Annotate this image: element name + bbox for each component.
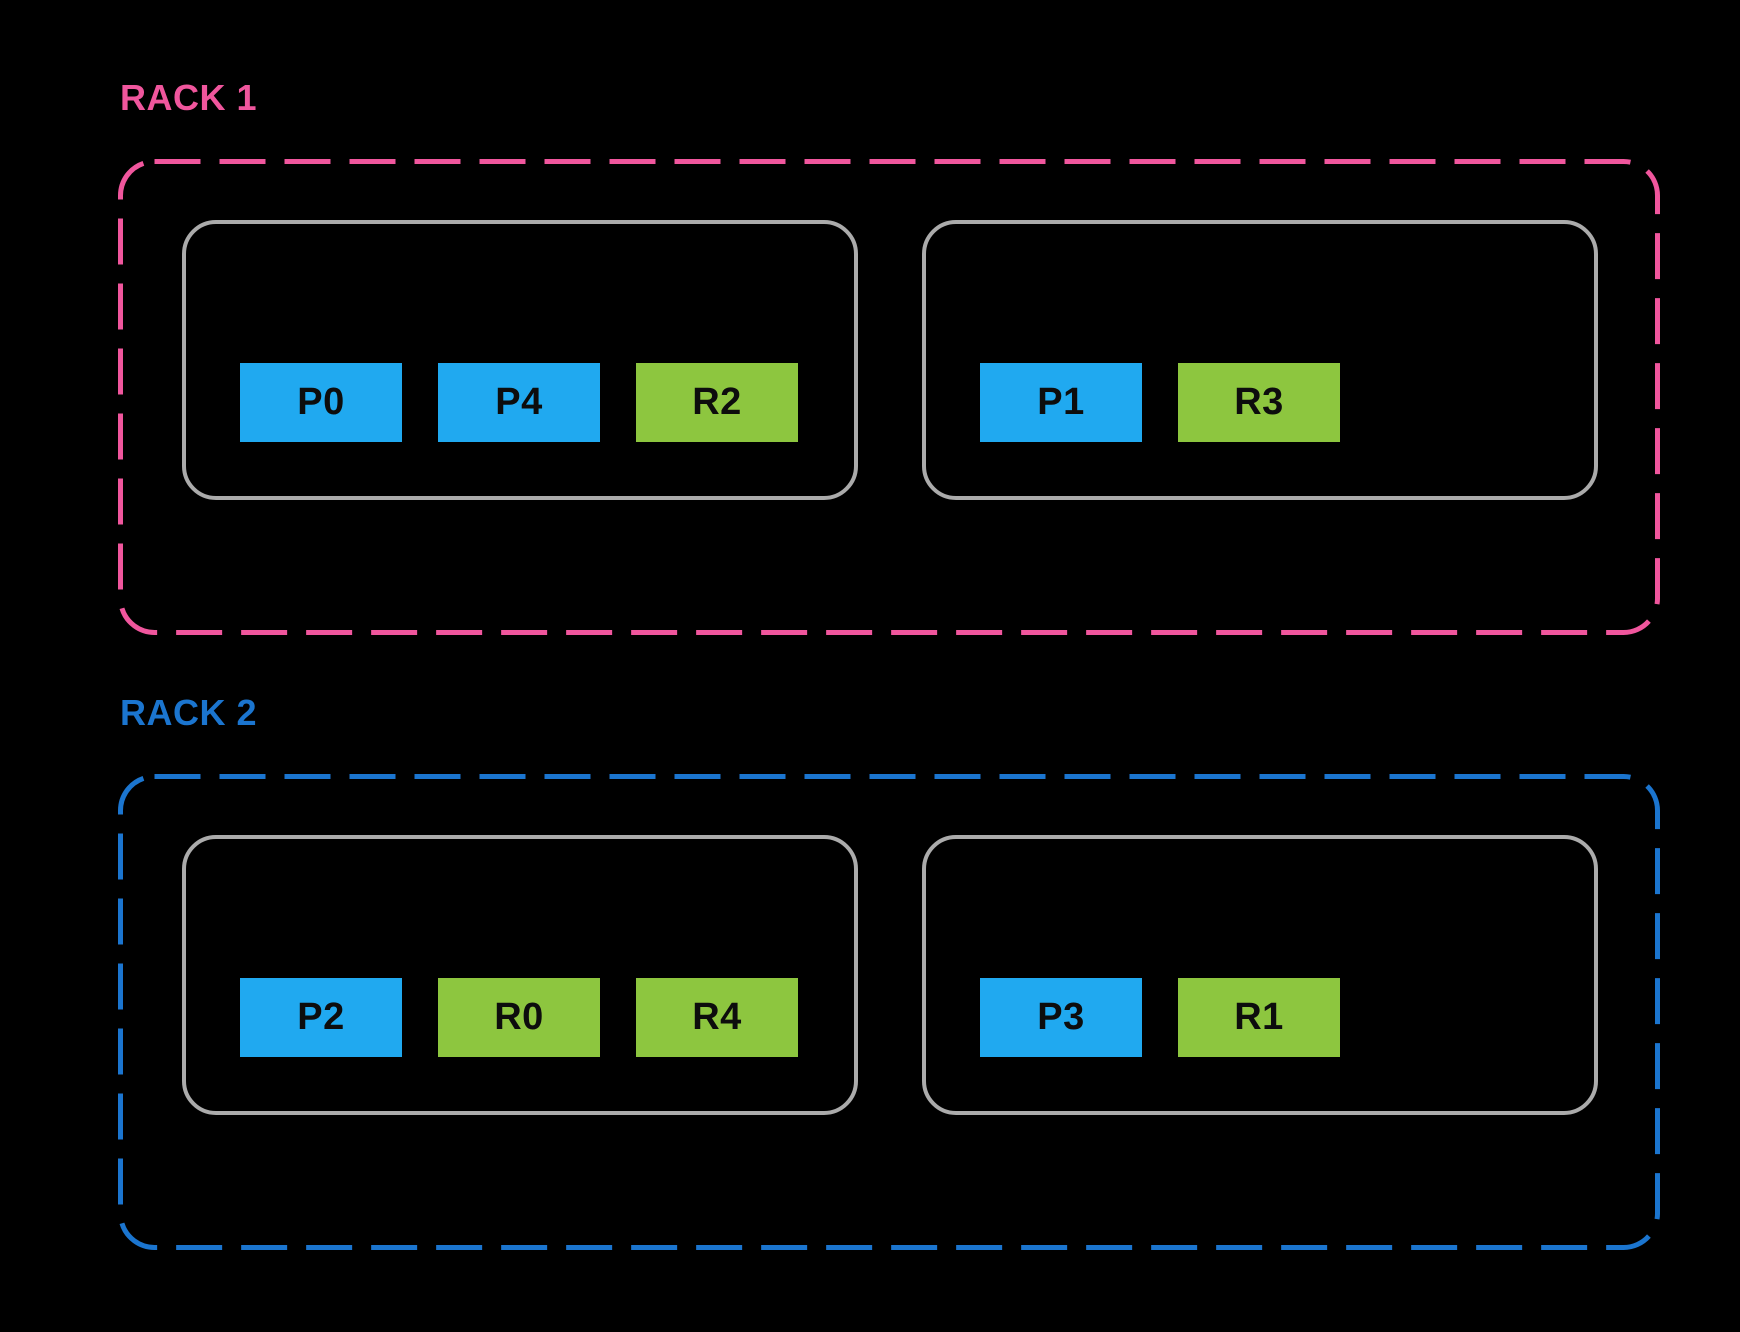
block-p4: P4 [438, 363, 600, 442]
block-row: P0 P4 R2 [240, 363, 798, 442]
rack-boundary: P2 R0 R4 P3 R1 [118, 774, 1660, 1250]
host-node: P1 R3 [922, 220, 1598, 500]
block-r2: R2 [636, 363, 798, 442]
block-row: P1 R3 [980, 363, 1340, 442]
block-p2: P2 [240, 978, 402, 1057]
rack-label-1: RACK 1 [120, 77, 258, 118]
block-row: P3 R1 [980, 978, 1340, 1057]
block-r3: R3 [1178, 363, 1340, 442]
rack-dashed-border [118, 774, 1660, 1250]
block-row: P2 R0 R4 [240, 978, 798, 1057]
block-p0: P0 [240, 363, 402, 442]
block-p3: P3 [980, 978, 1142, 1057]
rack-dashed-border [118, 159, 1660, 635]
host-node: P0 P4 R2 [182, 220, 858, 500]
host-node: P2 R0 R4 [182, 835, 858, 1115]
block-r4: R4 [636, 978, 798, 1057]
block-p1: P1 [980, 363, 1142, 442]
host-node: P3 R1 [922, 835, 1598, 1115]
rack-label-2: RACK 2 [120, 692, 258, 733]
rack-group-2: RACK 2 P2 R0 R4 P3 R1 [0, 695, 1740, 1255]
rack-boundary: P0 P4 R2 P1 R3 [118, 159, 1660, 635]
block-r0: R0 [438, 978, 600, 1057]
rack-group-1: RACK 1 P0 P4 R2 P1 R3 [0, 80, 1740, 640]
block-r1: R1 [1178, 978, 1340, 1057]
